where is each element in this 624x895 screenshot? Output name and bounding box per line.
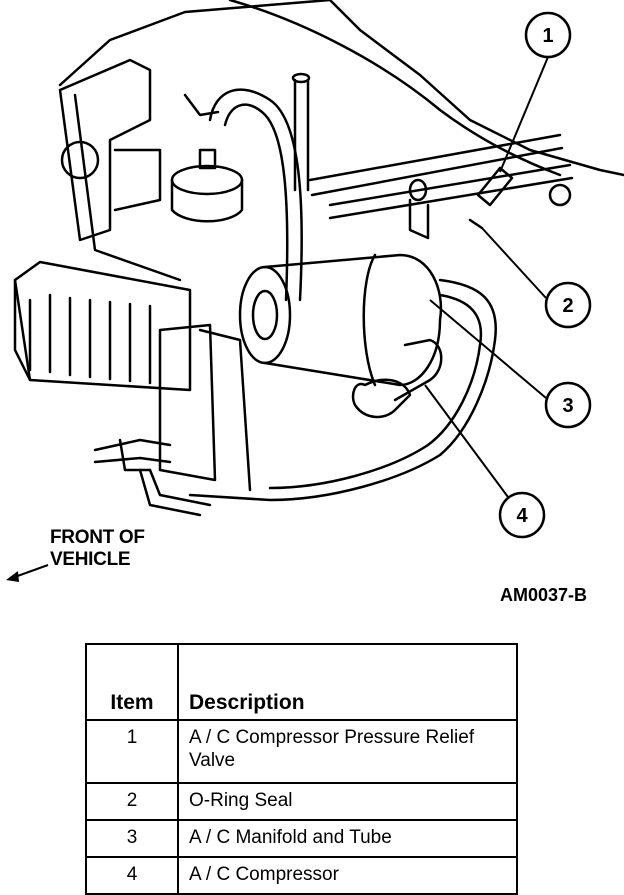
header-description: Description (177, 643, 518, 721)
callout-1: 1 (499, 11, 572, 173)
lower-bracket (158, 323, 217, 482)
row-description: A / C Compressor (177, 856, 518, 895)
headlamp-opening (60, 140, 100, 180)
callout-1-label: 1 (542, 25, 553, 47)
legend-table: Item Description 1 A / C Compressor Pres… (85, 643, 518, 895)
table-row: 3 A / C Manifold and Tube (85, 819, 518, 858)
callout-4: 4 (424, 384, 546, 539)
relief-valve (476, 166, 514, 207)
horizontal-tubes (308, 133, 574, 220)
row-item: 3 (85, 819, 179, 858)
fender-outline (58, 0, 624, 177)
upper-hose (208, 88, 303, 302)
row-item: 4 (85, 856, 179, 895)
row-description: O-Ring Seal (177, 782, 518, 821)
front-label-line2: VEHICLE (50, 549, 131, 570)
header-item: Item (85, 643, 179, 721)
row-item: 1 (85, 719, 179, 784)
left-bracket (58, 58, 152, 242)
figure-id: AM0037-B (500, 585, 588, 605)
callout-3-label: 3 (562, 395, 573, 417)
front-of-vehicle-label: FRONT OF VEHICLE (50, 527, 145, 571)
callout-3: 3 (429, 299, 592, 429)
row-item: 2 (85, 782, 179, 821)
manifold-muffler (351, 338, 443, 419)
engine-compartment-illustration: 1 2 3 4 (6, 0, 624, 582)
compressor (238, 253, 443, 387)
front-arrow-icon (6, 564, 49, 582)
callout-4-label: 4 (516, 505, 528, 527)
row-description: A / C Compressor Pressure Relief Valve (177, 719, 518, 784)
radiator-block (13, 260, 192, 392)
callout-2: 2 (481, 227, 592, 329)
row-description: A / C Manifold and Tube (177, 819, 518, 858)
table-row: 4 A / C Compressor (85, 856, 518, 895)
legend-header-row: Item Description (85, 643, 518, 721)
callout-2-label: 2 (562, 295, 573, 317)
canister (170, 148, 244, 223)
table-row: 1 A / C Compressor Pressure Relief Valve (85, 719, 518, 784)
table-row: 2 O-Ring Seal (85, 782, 518, 821)
front-label-line1: FRONT OF (50, 527, 145, 548)
return-hose (188, 278, 497, 502)
